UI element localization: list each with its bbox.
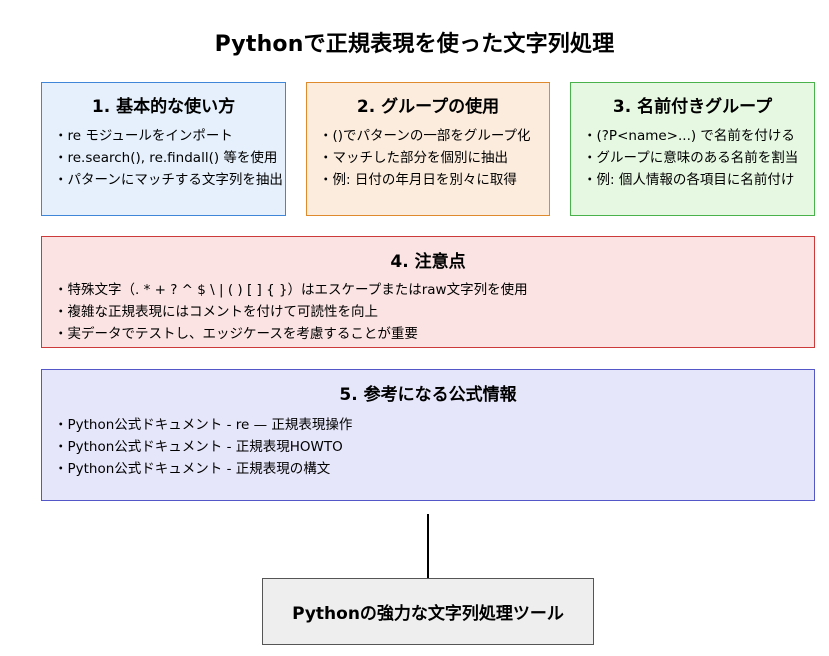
box-summary: Pythonの強力な文字列処理ツール: [262, 578, 594, 645]
box-cautions: 4. 注意点 特殊文字（. * + ? ^ $ \ | ( ) [ ] { }）…: [41, 236, 815, 348]
box-official-references: 5. 参考になる公式情報 Python公式ドキュメント - re — 正規表現操…: [41, 369, 815, 501]
box-heading: 2. グループの使用: [356, 97, 500, 117]
list-item: ()でパターンの一部をグループ化: [319, 125, 549, 147]
box-item-list: 特殊文字（. * + ? ^ $ \ | ( ) [ ] { }）はエスケープま…: [42, 279, 814, 345]
list-item: 特殊文字（. * + ? ^ $ \ | ( ) [ ] { }）はエスケープま…: [54, 279, 814, 301]
list-item: Python公式ドキュメント - 正規表現HOWTO: [54, 436, 814, 458]
list-item: 例: 個人情報の各項目に名前付け: [583, 169, 814, 191]
list-item: 複雑な正規表現にはコメントを付けて可読性を向上: [54, 301, 814, 323]
diagram-title: Pythonで正規表現を使った文字列処理: [214, 32, 615, 57]
box-heading: 5. 参考になる公式情報: [339, 385, 517, 405]
box-item-list: ()でパターンの一部をグループ化 マッチした部分を個別に抽出 例: 日付の年月日…: [307, 125, 549, 191]
box-item-list: (?P<name>...) で名前を付ける グループに意味のある名前を割当 例:…: [571, 125, 814, 191]
box-basic-usage: 1. 基本的な使い方 re モジュールをインポート re.search(), r…: [41, 82, 286, 216]
box-item-list: re モジュールをインポート re.search(), re.findall()…: [42, 125, 285, 191]
list-item: 実データでテストし、エッジケースを考慮することが重要: [54, 323, 814, 345]
box-heading: 4. 注意点: [390, 252, 466, 272]
summary-label: Pythonの強力な文字列処理ツール: [292, 604, 564, 624]
list-item: パターンにマッチする文字列を抽出: [54, 169, 285, 191]
list-item: 例: 日付の年月日を別々に取得: [319, 169, 549, 191]
connector-line: [427, 514, 429, 579]
box-group-usage: 2. グループの使用 ()でパターンの一部をグループ化 マッチした部分を個別に抽…: [306, 82, 550, 216]
list-item: Python公式ドキュメント - 正規表現の構文: [54, 458, 814, 480]
box-named-groups: 3. 名前付きグループ (?P<name>...) で名前を付ける グループに意…: [570, 82, 815, 216]
box-item-list: Python公式ドキュメント - re — 正規表現操作 Python公式ドキュ…: [42, 414, 814, 480]
list-item: re モジュールをインポート: [54, 125, 285, 147]
list-item: re.search(), re.findall() 等を使用: [54, 147, 285, 169]
list-item: マッチした部分を個別に抽出: [319, 147, 549, 169]
list-item: Python公式ドキュメント - re — 正規表現操作: [54, 414, 814, 436]
box-heading: 3. 名前付きグループ: [612, 97, 773, 117]
list-item: (?P<name>...) で名前を付ける: [583, 125, 814, 147]
box-heading: 1. 基本的な使い方: [91, 97, 236, 117]
list-item: グループに意味のある名前を割当: [583, 147, 814, 169]
